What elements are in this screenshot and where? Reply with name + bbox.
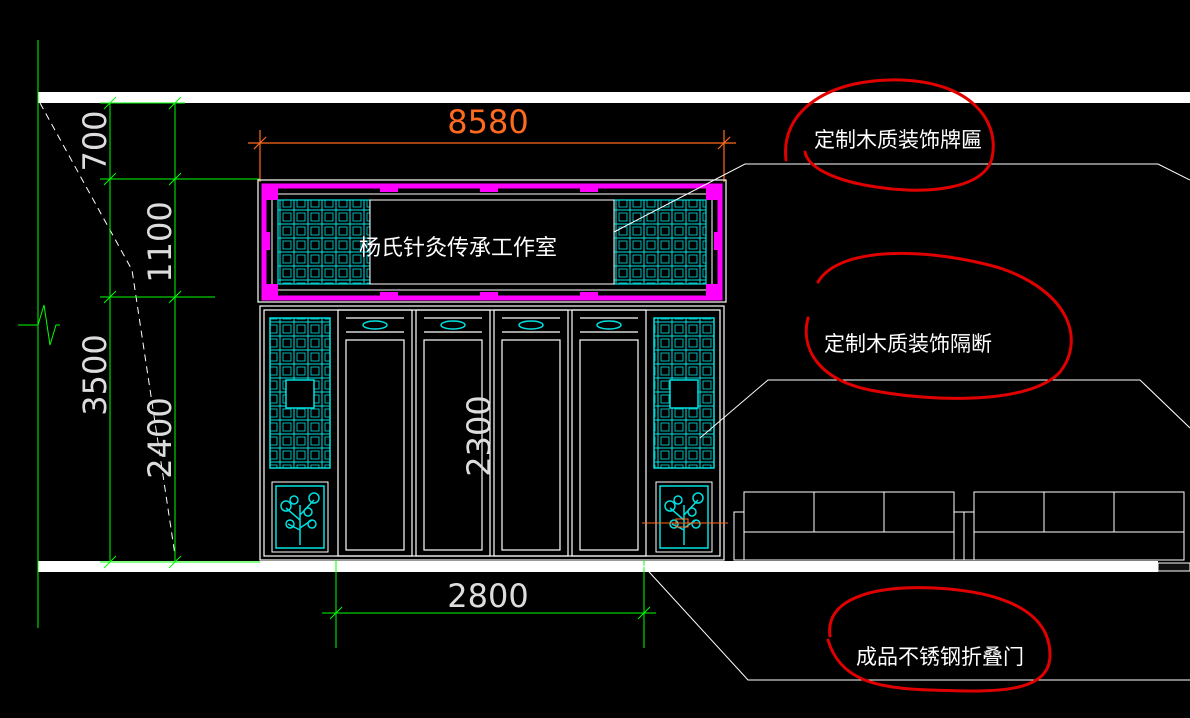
hardware-marker xyxy=(642,518,728,528)
ceiling-slab xyxy=(38,92,1190,103)
door-width-dimension xyxy=(322,560,656,648)
plaque xyxy=(257,179,727,303)
left-partition-panel xyxy=(269,317,331,553)
sofa-left xyxy=(733,491,965,561)
callout-door-label: 成品不锈钢折叠门 xyxy=(856,645,1024,669)
vertical-dimension-lines xyxy=(18,40,260,628)
dim-door-height: 2300 xyxy=(460,395,498,476)
dim-height-top: 700 xyxy=(76,110,114,171)
folding-door xyxy=(337,309,647,557)
callout-plaque-label: 定制木质装饰牌匾 xyxy=(814,128,982,152)
red-circle-door xyxy=(826,586,1052,693)
dim-height-lower: 2400 xyxy=(141,397,179,478)
dim-door-width: 2800 xyxy=(447,577,528,615)
floor-slab xyxy=(38,561,1190,572)
dim-total-width: 8580 xyxy=(447,103,528,141)
red-annotation-circles xyxy=(784,78,1073,693)
red-circle-plaque xyxy=(784,78,995,192)
dim-height-total: 3500 xyxy=(76,334,114,415)
door-ornaments xyxy=(362,320,622,330)
right-partition-panel xyxy=(653,317,715,553)
total-width-dimension xyxy=(248,130,736,182)
plaque-title: 杨氏针灸传承工作室 xyxy=(359,236,557,261)
dim-height-plaque: 1100 xyxy=(141,201,179,282)
partition-frame xyxy=(259,305,725,561)
red-circle-partition xyxy=(804,251,1073,400)
callout-partition-label: 定制木质装饰隔断 xyxy=(824,332,992,356)
leader-lines xyxy=(613,163,1190,681)
sofa-right xyxy=(963,491,1185,561)
